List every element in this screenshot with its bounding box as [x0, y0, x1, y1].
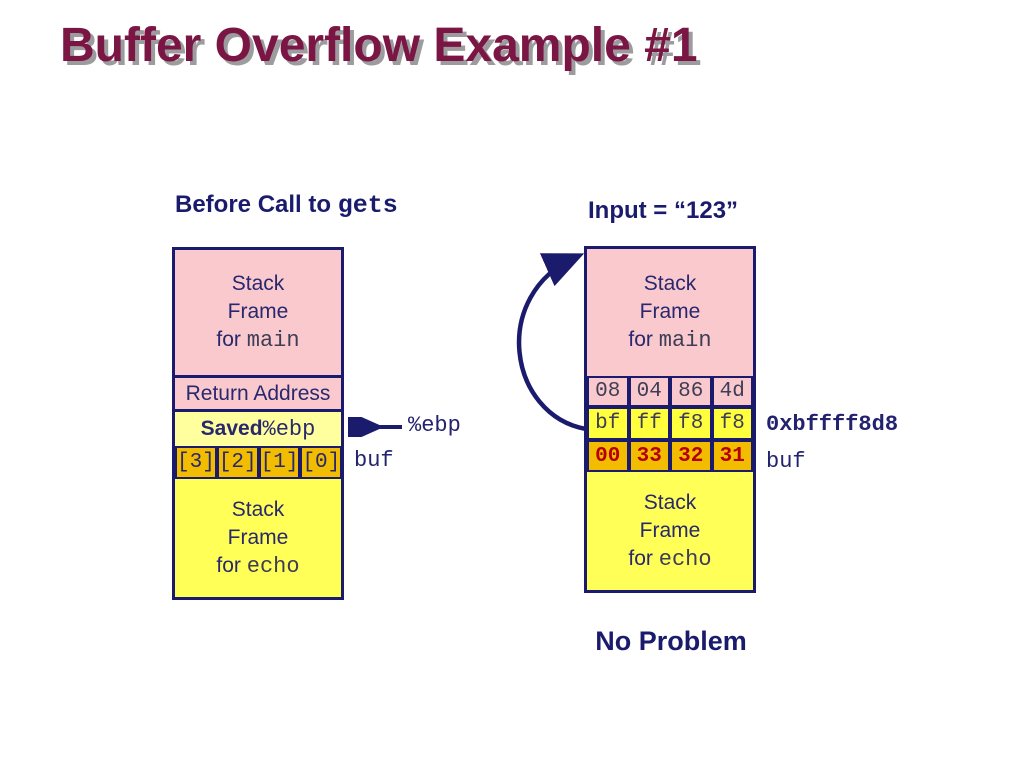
left-saved-ebp-row: Saved %ebp	[175, 409, 341, 446]
frame-line: Stack	[231, 272, 285, 295]
left-heading-text: Before Call to	[175, 191, 338, 218]
left-heading-code: gets	[337, 191, 398, 220]
right-heading: Input = “123”	[588, 197, 739, 224]
buf-cell: [1]	[260, 448, 299, 477]
left-heading: Before Call to gets	[175, 191, 398, 220]
saved-ebp-code: %ebp	[262, 416, 316, 442]
frame-for-text: for	[628, 546, 659, 570]
hex-cell: f8	[713, 409, 751, 438]
buf-cell: [2]	[218, 448, 257, 477]
hex-cell: 04	[630, 378, 668, 405]
hex-cell: 00	[589, 442, 627, 470]
left-buf-row: [3] [2] [1] [0]	[175, 446, 341, 479]
ebp-register-label: %ebp	[408, 413, 461, 438]
hex-cell: 08	[589, 378, 627, 405]
left-buf-label: buf	[354, 448, 394, 473]
right-saved-ebp-row: bf ff f8 f8	[587, 407, 753, 440]
buf-cell: [0]	[302, 448, 341, 477]
frame-for-text: for	[216, 328, 247, 351]
left-frame-main: Stack Frame for main	[175, 250, 341, 375]
frame-line: for main	[628, 326, 711, 355]
hex-cell: f8	[672, 409, 710, 438]
left-frame-echo: Stack Frame for echo	[175, 479, 341, 597]
frame-line: Frame	[639, 518, 701, 542]
left-return-address-row: Return Address	[175, 375, 341, 409]
stack-address-label: 0xbffff8d8	[766, 412, 899, 437]
frame-line: Stack	[231, 497, 285, 521]
right-stack-diagram: Stack Frame for main 08 04 86 4d bf ff f…	[584, 246, 756, 593]
left-stack-diagram: Stack Frame for main Return Address Save…	[172, 247, 344, 600]
frame-fn-name: echo	[246, 553, 300, 579]
right-buf-label: buf	[766, 449, 806, 474]
frame-for-text: for	[216, 553, 247, 577]
buf-cell: [3]	[177, 448, 215, 477]
return-address-label: Return Address	[185, 381, 331, 405]
hex-cell: 33	[630, 442, 668, 470]
saved-text: Saved	[200, 417, 263, 440]
hex-cell: bf	[589, 409, 627, 438]
right-frame-main: Stack Frame for main	[587, 249, 753, 376]
no-problem-caption: No Problem	[595, 626, 747, 656]
right-return-address-row: 08 04 86 4d	[587, 376, 753, 407]
frame-line: for echo	[216, 552, 299, 581]
frame-line: Frame	[227, 300, 289, 323]
page-title: Buffer Overflow Example #1	[60, 19, 698, 72]
hex-cell: 32	[672, 442, 710, 470]
frame-fn-name: main	[246, 328, 300, 353]
right-frame-echo: Stack Frame for echo	[587, 472, 753, 590]
hex-cell: 4d	[713, 378, 751, 405]
hex-cell: 86	[672, 378, 710, 405]
frame-fn-name: echo	[658, 546, 712, 572]
hex-cell: 31	[713, 442, 751, 470]
saved-ebp-loop-arrow-icon	[516, 253, 589, 432]
frame-line: for echo	[628, 545, 711, 574]
frame-line: for main	[216, 326, 299, 355]
frame-line: Frame	[227, 525, 289, 549]
frame-line: Stack	[643, 490, 697, 514]
right-buf-row: 00 33 32 31	[587, 440, 753, 472]
frame-line: Stack	[643, 272, 697, 295]
frame-line: Frame	[639, 300, 701, 323]
ebp-pointer-arrow-icon	[348, 417, 402, 437]
hex-cell: ff	[630, 409, 668, 438]
frame-fn-name: main	[658, 328, 712, 353]
frame-for-text: for	[628, 328, 659, 351]
